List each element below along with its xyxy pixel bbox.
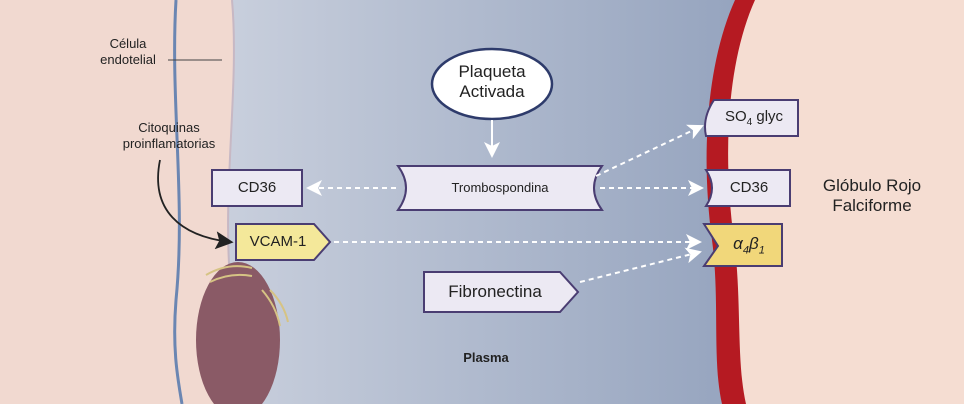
integrin-beta: β [749,234,759,253]
integrin-label: α4β1 [716,234,782,258]
endothelial-cell-label: Célula endotelial [88,36,168,67]
cd36-endothelial-label: CD36 [212,179,302,197]
fibronectin-label: Fibronectina [424,282,566,302]
cytokines-label: Citoquinas proinflamatorias [104,120,234,151]
thrombospondin-label: Trombospondina [412,180,588,196]
plasma-label: Plasma [446,350,526,366]
cd36-rbc-label: CD36 [706,179,792,197]
so4-glyc-label: SO4 glyc [708,108,800,129]
integrin-beta-sub: 1 [759,244,765,256]
so4-rest: glyc [752,108,783,125]
integrin-alpha: α [733,234,743,253]
activated-platelet-label: Plaqueta Activada [444,62,540,103]
vcam1-label: VCAM-1 [236,233,320,251]
so4-base: SO [725,108,747,125]
sickle-rbc-label: Glóbulo Rojo Falciforme [806,176,938,217]
